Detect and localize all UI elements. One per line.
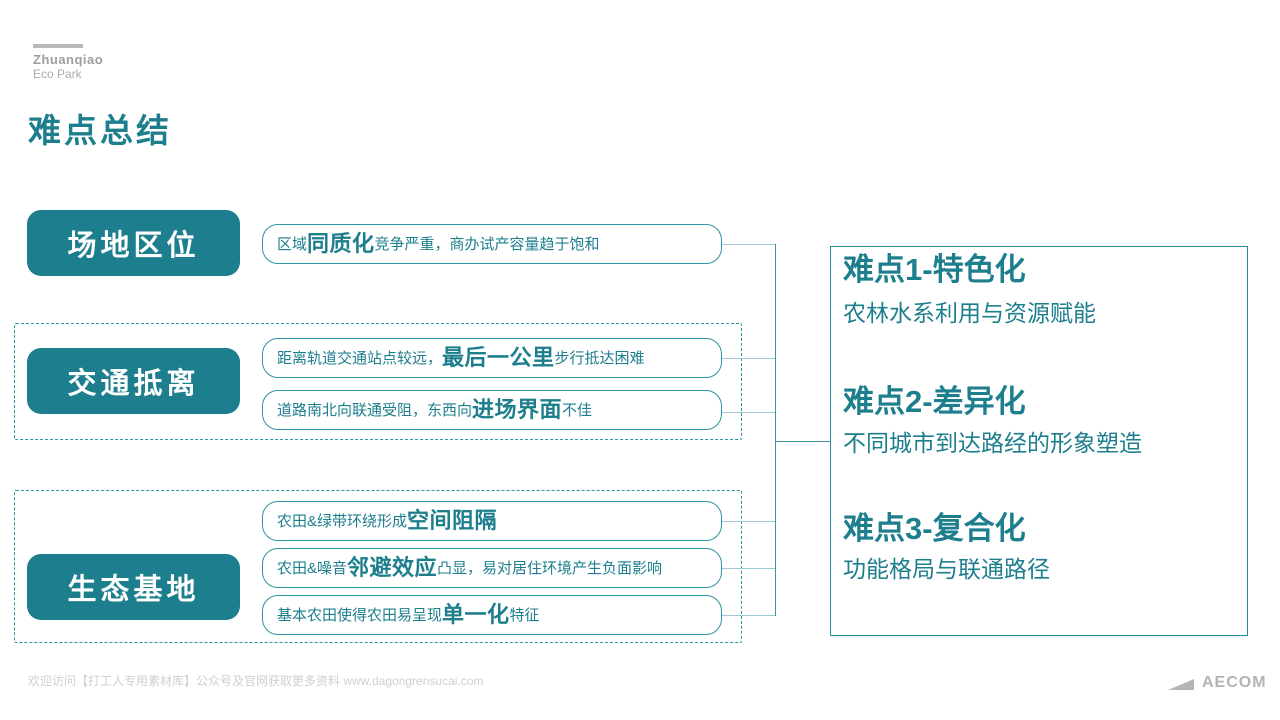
connector-line <box>722 521 775 522</box>
connector-bus-line <box>775 244 776 616</box>
category-pill-eco-base: 生态基地 <box>27 554 240 620</box>
detail-text: 不佳 <box>562 401 593 419</box>
connector-line <box>722 568 775 569</box>
aecom-logo-text: AECOM <box>1202 674 1267 691</box>
detail-box-homogenization: 区域同质化竞争严重，商办试产容量趋于饱和 <box>262 224 722 264</box>
group-frame-traffic <box>14 323 742 440</box>
page-title: 难点总结 <box>28 112 172 149</box>
detail-emphasis: 最后一公里 <box>442 345 555 370</box>
detail-text: 特征 <box>509 606 540 624</box>
detail-text: 农田&噪音 <box>277 559 348 577</box>
detail-emphasis: 进场界面 <box>472 397 563 422</box>
footer-watermark-text: 欢迎访问【打工人专用素材库】公众号及官网获取更多资料 www.dagongren… <box>28 674 484 688</box>
detail-text: 区域 <box>277 235 308 253</box>
group-frame-eco <box>14 490 742 643</box>
detail-text: 道路南北向联通受阻，东西向 <box>277 401 473 419</box>
detail-text: 凸显，易对居住环境产生负面影响 <box>437 559 663 577</box>
connector-feed-line <box>775 441 830 442</box>
detail-box-spatial-barrier: 农田&绿带环绕形成空间阻隔 <box>262 501 722 541</box>
connector-line <box>722 244 775 245</box>
summary-title-2: 难点2-差异化 <box>843 384 1026 419</box>
category-pill-site-location: 场地区位 <box>27 210 240 276</box>
summary-title-3: 难点3-复合化 <box>843 511 1026 546</box>
detail-text: 基本农田使得农田易呈现 <box>277 606 443 624</box>
detail-box-last-mile: 距离轨道交通站点较远，最后一公里步行抵达困难 <box>262 338 722 378</box>
detail-text: 步行抵达困难 <box>554 349 645 367</box>
brand-subname: Eco Park <box>33 67 82 81</box>
detail-text: 农田&绿带环绕形成 <box>277 512 408 530</box>
detail-emphasis: 邻避效应 <box>347 555 438 580</box>
summary-subtitle-3: 功能格局与联通路径 <box>843 556 1050 582</box>
detail-box-monotony: 基本农田使得农田易呈现单一化特征 <box>262 595 722 635</box>
connector-line <box>722 412 775 413</box>
connector-line <box>722 358 775 359</box>
detail-emphasis: 单一化 <box>442 602 510 627</box>
detail-box-nimby-effect: 农田&噪音邻避效应凸显，易对居住环境产生负面影响 <box>262 548 722 588</box>
detail-text: 竞争严重，商办试产容量趋于饱和 <box>374 235 600 253</box>
summary-panel: 难点1-特色化 农林水系利用与资源赋能 难点2-差异化 不同城市到达路经的形象塑… <box>830 246 1248 636</box>
summary-title-1: 难点1-特色化 <box>843 252 1026 287</box>
aecom-logo-triangle-icon <box>1168 679 1194 690</box>
connector-line <box>722 615 775 616</box>
brand-bar <box>33 44 83 48</box>
detail-box-entry-interface: 道路南北向联通受阻，东西向进场界面不佳 <box>262 390 722 430</box>
brand-name: Zhuanqiao <box>33 52 104 67</box>
detail-emphasis: 空间阻隔 <box>407 508 498 533</box>
summary-subtitle-2: 不同城市到达路经的形象塑造 <box>843 430 1142 456</box>
detail-text: 距离轨道交通站点较远， <box>277 349 443 367</box>
category-pill-traffic: 交通抵离 <box>27 348 240 414</box>
summary-subtitle-1: 农林水系利用与资源赋能 <box>843 300 1096 326</box>
detail-emphasis: 同质化 <box>307 231 375 256</box>
